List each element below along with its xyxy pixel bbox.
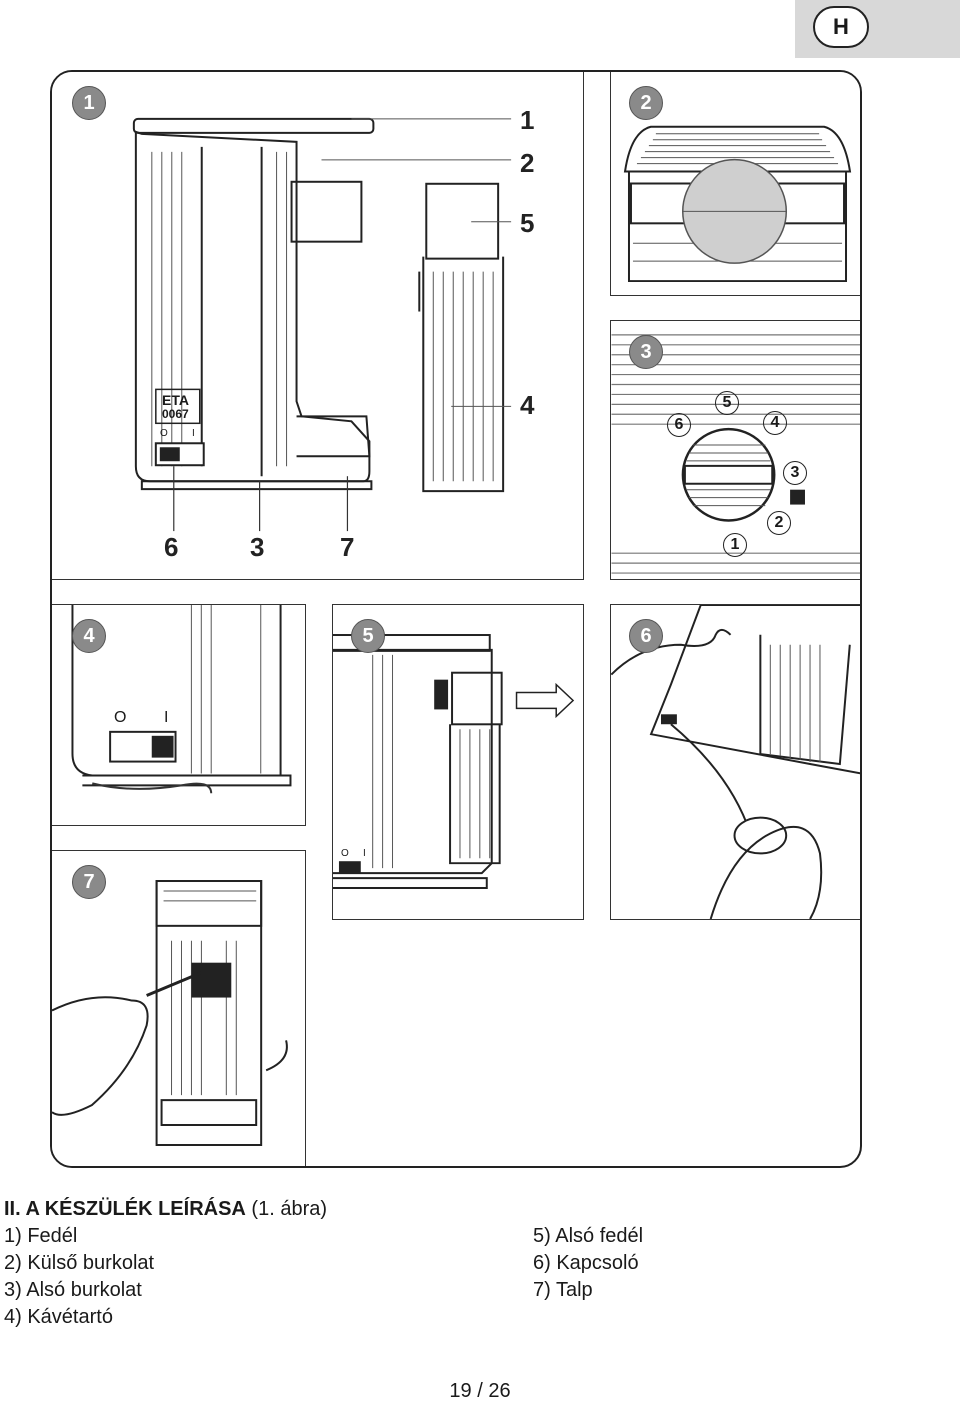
- remove-filter-holder: [333, 634, 575, 889]
- dial-mark-1: 1: [723, 533, 747, 557]
- switch-off-mark: O: [114, 709, 127, 726]
- figure-3-panel: 3 1 2 3 4 5 6: [610, 320, 860, 580]
- figure-2-number: 2: [629, 86, 663, 120]
- figure-6-panel: 6: [610, 604, 860, 920]
- callout-6: 6: [164, 532, 179, 562]
- switch-on-mark: I: [192, 428, 195, 439]
- part-item: 2) Külső burkolat: [4, 1252, 155, 1274]
- figure-5-panel: 5 O I: [332, 604, 584, 920]
- parts-list-right: 5) Alsó fedél 6) Kapcsoló 7) Talp: [533, 1223, 643, 1304]
- callout-5: 5: [520, 208, 535, 238]
- callout-2: 2: [520, 148, 535, 178]
- figure-frame: 1 ETA 0067 O I 1 2 5 4 6 3 7: [50, 70, 862, 1168]
- dial-mark-2: 2: [767, 511, 791, 535]
- lid-top-view: [623, 125, 852, 283]
- dial-mark-6: 6: [667, 413, 691, 437]
- part-item: 1) Fedél: [4, 1225, 78, 1247]
- figure-1-number: 1: [72, 86, 106, 120]
- dial-mark-3: 3: [783, 461, 807, 485]
- model-label: 0067: [162, 407, 189, 421]
- section-heading: II. A KÉSZÜLÉK LEÍRÁSA (1. ábra): [4, 1196, 944, 1223]
- coffee-maker-side-view: [132, 117, 512, 532]
- switch-off-mark: O: [341, 848, 349, 859]
- figure-6-number: 6: [629, 619, 663, 653]
- switch-on-mark: I: [164, 709, 169, 726]
- figure-4-panel: 4 O I: [52, 604, 306, 826]
- figure-2-panel: 2: [610, 72, 860, 296]
- callout-7: 7: [340, 532, 355, 562]
- part-item: 3) Alsó burkolat: [4, 1279, 142, 1301]
- page-number: 19 / 26: [449, 1380, 511, 1402]
- section-title-ref: (1. ábra): [245, 1198, 328, 1220]
- dial-mark-5: 5: [715, 391, 739, 415]
- part-item: 7) Talp: [533, 1279, 593, 1301]
- brand-label: ETA: [162, 392, 189, 408]
- callout-1: 1: [520, 105, 535, 135]
- cleaning-with-brush: [52, 880, 288, 1146]
- figure-3-number: 3: [629, 335, 663, 369]
- part-item: 4) Kávétartó: [4, 1306, 113, 1328]
- figure-1-panel: 1 ETA 0067 O I 1 2 5 4 6 3 7: [52, 72, 584, 580]
- switch-on-mark: I: [363, 848, 366, 859]
- unplug-appliance: [611, 605, 860, 919]
- part-item: 6) Kapcsoló: [533, 1252, 639, 1274]
- figure-4-number: 4: [72, 619, 106, 653]
- control-dial-view: [611, 334, 860, 574]
- part-item: 5) Alsó fedél: [533, 1225, 644, 1247]
- switch-closeup: [71, 605, 292, 794]
- dial-mark-4: 4: [763, 411, 787, 435]
- figure-7-panel: 7: [52, 850, 306, 1166]
- figure-7-number: 7: [72, 865, 106, 899]
- section-title: II. A KÉSZÜLÉK LEÍRÁSA: [4, 1198, 246, 1220]
- language-badge: H: [813, 6, 869, 48]
- callout-3: 3: [250, 532, 265, 562]
- figure-5-number: 5: [351, 619, 385, 653]
- callout-4: 4: [520, 390, 535, 420]
- parts-list-left: 1) Fedél 2) Külső burkolat 3) Alsó burko…: [4, 1223, 154, 1331]
- switch-off-mark: O: [160, 428, 168, 439]
